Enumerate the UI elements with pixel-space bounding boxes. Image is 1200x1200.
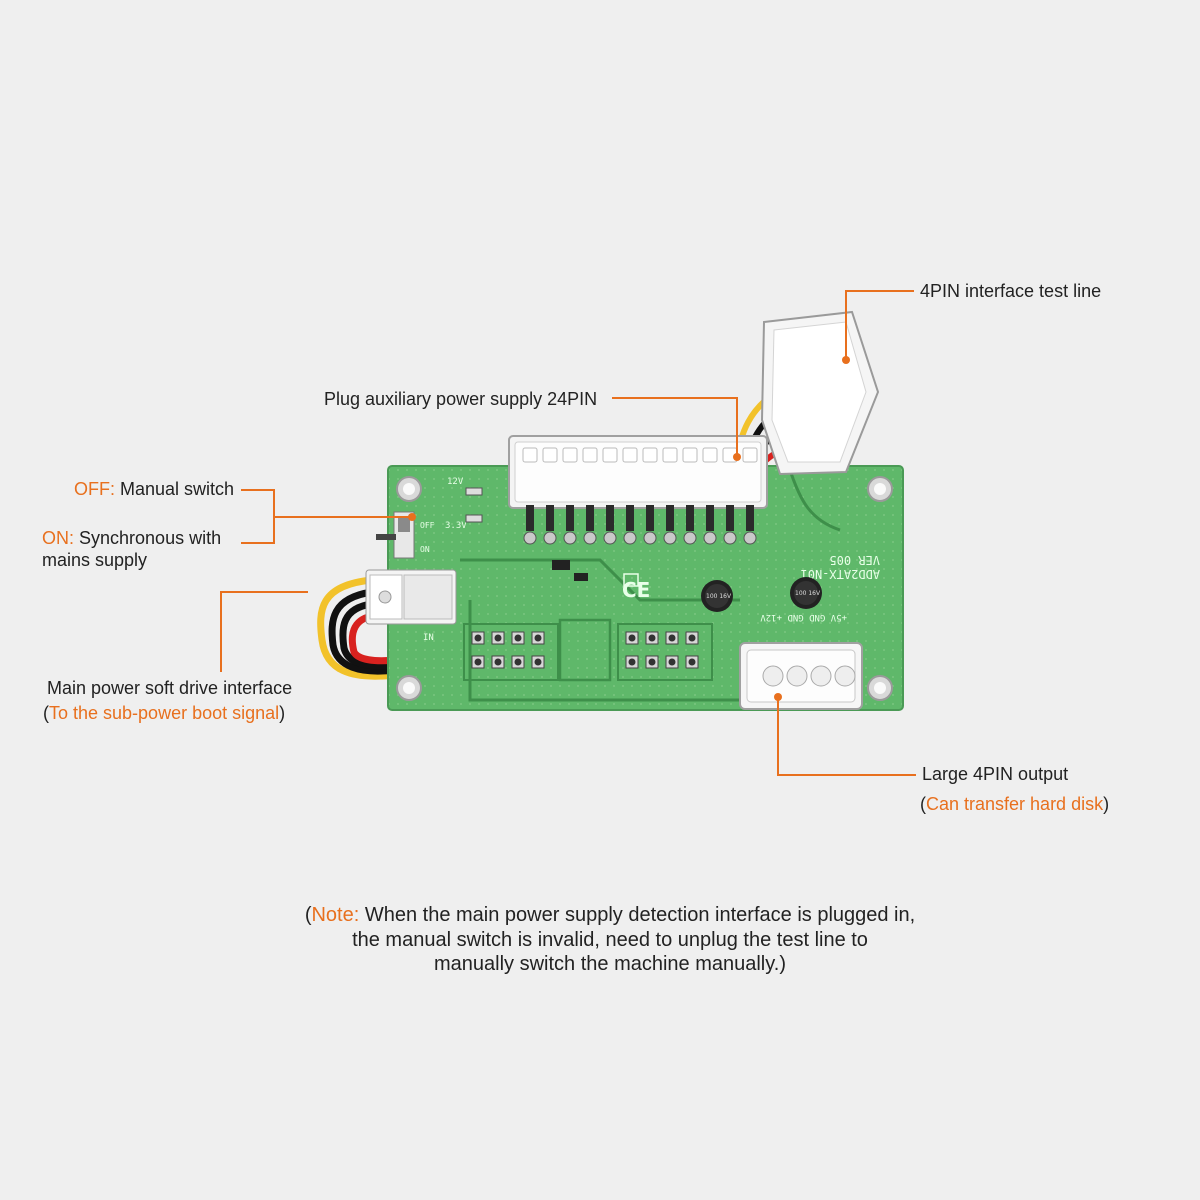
- pcb-pad: [665, 655, 679, 669]
- connector-pin: [522, 447, 538, 545]
- pcb-pad: [645, 631, 659, 645]
- leader-off: [241, 489, 412, 518]
- leader-dot: [774, 693, 782, 701]
- connector-pin: [662, 447, 678, 545]
- note-line-3: manually switch the machine manually.): [433, 953, 786, 975]
- pcb-pad: [531, 631, 545, 645]
- pcb-pad: [491, 631, 505, 645]
- label-sub-power-text: To the sub-power boot signal: [49, 703, 280, 723]
- connector-pin: [702, 447, 718, 545]
- connector-pin: [542, 447, 558, 545]
- pcb-pad: [471, 655, 485, 669]
- pcb-pad: [625, 631, 639, 645]
- pcb-pad: [625, 655, 639, 669]
- atx-24pin-connector: [508, 435, 768, 545]
- label-hdd: (Can transfer hard disk): [920, 794, 1110, 814]
- label-on-line2: mains supply: [42, 550, 148, 570]
- svg-text:100 16V: 100 16V: [795, 590, 821, 597]
- mount-hole: [396, 476, 422, 502]
- small-4pin-connector: [365, 569, 457, 625]
- svg-text:100 16V: 100 16V: [706, 593, 732, 600]
- pad-block: [617, 623, 713, 681]
- leader-24pin: [612, 397, 738, 455]
- connector-pin: [602, 447, 618, 545]
- leader-test-line: [845, 290, 914, 360]
- label-aux-24pin: Plug auxiliary power supply 24PIN: [324, 389, 598, 409]
- pcb-pad: [665, 631, 679, 645]
- capacitor: 100 16V: [701, 580, 733, 612]
- leader-on: [241, 517, 275, 544]
- connector-pin: [562, 447, 578, 545]
- note-block: (Note: When the main power supply detect…: [200, 903, 1020, 977]
- molex-output-connector: [739, 642, 863, 710]
- pcb-pad: [491, 655, 505, 669]
- left-cable: [317, 576, 396, 680]
- silk-version: VER 005: [829, 553, 880, 567]
- pcb-pad: [511, 631, 525, 645]
- leader-large-4pin: [777, 700, 916, 776]
- connector-pin: [742, 447, 758, 545]
- silk-on: ON: [420, 545, 430, 554]
- pcb-pad: [685, 655, 699, 669]
- connector-pin: [642, 447, 658, 545]
- silk-off: OFF: [420, 521, 435, 530]
- pcb-board: 12V 3.3V OFF ON IN VER 005 ADD2ATX-N01 +…: [365, 465, 904, 711]
- connector-pin: [622, 447, 638, 545]
- silk-33v: 3.3V: [445, 521, 467, 531]
- slide-switch: [376, 511, 415, 559]
- label-hdd-text: Can transfer hard disk: [926, 794, 1104, 814]
- leader-lines: [220, 290, 916, 776]
- silk-12v: 12V: [447, 477, 464, 487]
- capacitor: 100 16V: [790, 577, 822, 609]
- label-off: OFF: Manual switch: [74, 478, 234, 500]
- leader-dot: [842, 356, 850, 364]
- leader-main-power: [220, 591, 308, 672]
- svg-text:CE: CE: [622, 578, 650, 602]
- pcb-pad: [531, 655, 545, 669]
- label-on: ON: Synchronous with: [42, 527, 221, 549]
- pcb-pad: [645, 655, 659, 669]
- pad-block: [463, 623, 559, 681]
- connector-pin: [582, 447, 598, 545]
- mount-hole: [396, 675, 422, 701]
- pcb-pad: [471, 631, 485, 645]
- label-on-prefix: ON:: [42, 528, 75, 548]
- leader-dot: [408, 513, 416, 521]
- mount-hole: [867, 476, 893, 502]
- silk-model: ADD2ATX-N01: [801, 567, 880, 581]
- note-line-2: the manual switch is invalid, need to un…: [352, 928, 868, 951]
- label-off-text: Manual switch: [115, 479, 235, 499]
- label-off-prefix: OFF:: [74, 479, 115, 499]
- note-prefix: Note:: [311, 904, 360, 926]
- pcb-pad: [511, 655, 525, 669]
- silk-pin-labels: +5V GND GND +12V: [760, 612, 847, 622]
- molex-test-plug: [760, 310, 880, 476]
- label-main-power: Main power soft drive interface: [47, 678, 293, 698]
- leader-dot: [733, 453, 741, 461]
- label-large-4pin: Large 4PIN output: [922, 764, 1069, 784]
- connector-pin: [682, 447, 698, 545]
- label-on-text: Synchronous with: [74, 528, 222, 548]
- pcb-pad: [685, 631, 699, 645]
- label-test-line: 4PIN interface test line: [920, 281, 1102, 301]
- note-line-1: (Note: When the main power supply detect…: [304, 904, 916, 926]
- silk-in: IN: [423, 633, 434, 643]
- mount-hole: [867, 675, 893, 701]
- label-sub-power: (To the sub-power boot signal): [43, 703, 286, 723]
